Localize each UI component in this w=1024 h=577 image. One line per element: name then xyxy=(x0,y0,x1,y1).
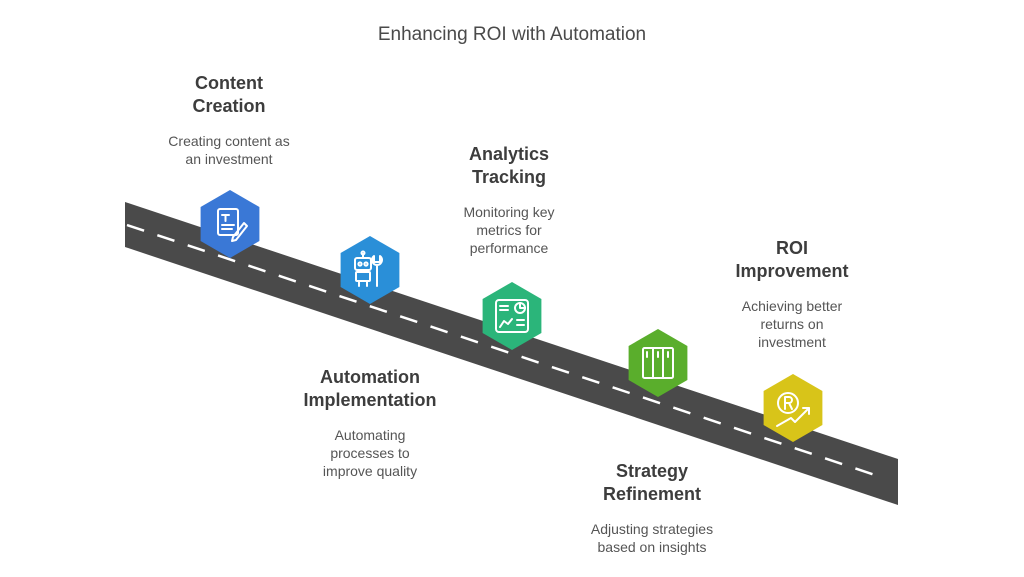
columns-icon xyxy=(642,347,674,379)
step-analytics-tracking: Analytics Tracking Monitoring key metric… xyxy=(409,143,609,257)
step-title-line: Automation xyxy=(320,367,420,387)
step-title-line: Analytics xyxy=(468,144,550,164)
step-title: Content Creation xyxy=(129,72,329,118)
road xyxy=(125,202,898,505)
step-description-line: processes to xyxy=(330,445,410,461)
content-creation-marker xyxy=(200,190,260,258)
step-title-line: Improvement xyxy=(735,261,849,281)
step-description-line: Automating xyxy=(334,427,406,443)
automation-implementation-marker xyxy=(340,236,400,304)
step-content-creation: Content Creation Creating content as an … xyxy=(129,72,329,168)
rupee-growth-icon xyxy=(776,392,810,427)
hexagon-analytics-tracking xyxy=(482,282,542,350)
step-description-line: Monitoring key xyxy=(463,204,555,220)
step-title: Automation Implementation xyxy=(270,366,470,412)
step-title: ROI Improvement xyxy=(692,237,892,283)
step-title-line: Creation xyxy=(192,96,266,116)
document-edit-icon xyxy=(217,208,248,242)
step-title-line: Strategy xyxy=(615,461,689,481)
road-lane-markings xyxy=(126,223,885,480)
step-title-line: Implementation xyxy=(303,390,437,410)
dashboard-icon xyxy=(495,299,529,333)
step-description-line: Adjusting strategies xyxy=(590,521,714,537)
step-title-line: ROI xyxy=(775,238,808,258)
step-description-line: based on insights xyxy=(597,539,707,555)
diagram-title: Enhancing ROI with Automation xyxy=(377,24,647,45)
analytics-tracking-marker xyxy=(482,282,542,350)
step-description: Creating content as an investment xyxy=(129,132,329,168)
step-description-line: Creating content as xyxy=(168,133,290,149)
step-title: Analytics Tracking xyxy=(409,143,609,189)
step-description: Automating processes to improve quality xyxy=(270,426,470,480)
step-description-line: an investment xyxy=(185,151,273,167)
robot-wrench-icon xyxy=(354,250,383,287)
step-description-line: improve quality xyxy=(322,463,418,479)
roi-improvement-marker xyxy=(763,374,823,442)
step-description-line: performance xyxy=(469,240,549,256)
step-description: Monitoring key metrics for performance xyxy=(409,203,609,257)
step-roi-improvement: ROI Improvement Achieving better returns… xyxy=(692,237,892,351)
strategy-refinement-marker xyxy=(628,329,688,397)
step-description-line: investment xyxy=(758,334,826,350)
step-description: Achieving better returns on investment xyxy=(692,297,892,351)
hexagon-strategy-refinement xyxy=(628,329,688,397)
step-description: Adjusting strategies based on insights xyxy=(552,520,752,556)
step-title: Strategy Refinement xyxy=(552,460,752,506)
step-strategy-refinement: Strategy Refinement Adjusting strategies… xyxy=(552,460,752,556)
step-description-line: returns on xyxy=(760,316,824,332)
step-description-line: Achieving better xyxy=(741,298,843,314)
step-title-line: Refinement xyxy=(602,484,701,504)
step-automation-implementation: Automation Implementation Automating pro… xyxy=(270,366,470,480)
step-description-line: metrics for xyxy=(476,222,542,238)
step-title-line: Content xyxy=(195,73,263,93)
step-title-line: Tracking xyxy=(471,167,547,187)
